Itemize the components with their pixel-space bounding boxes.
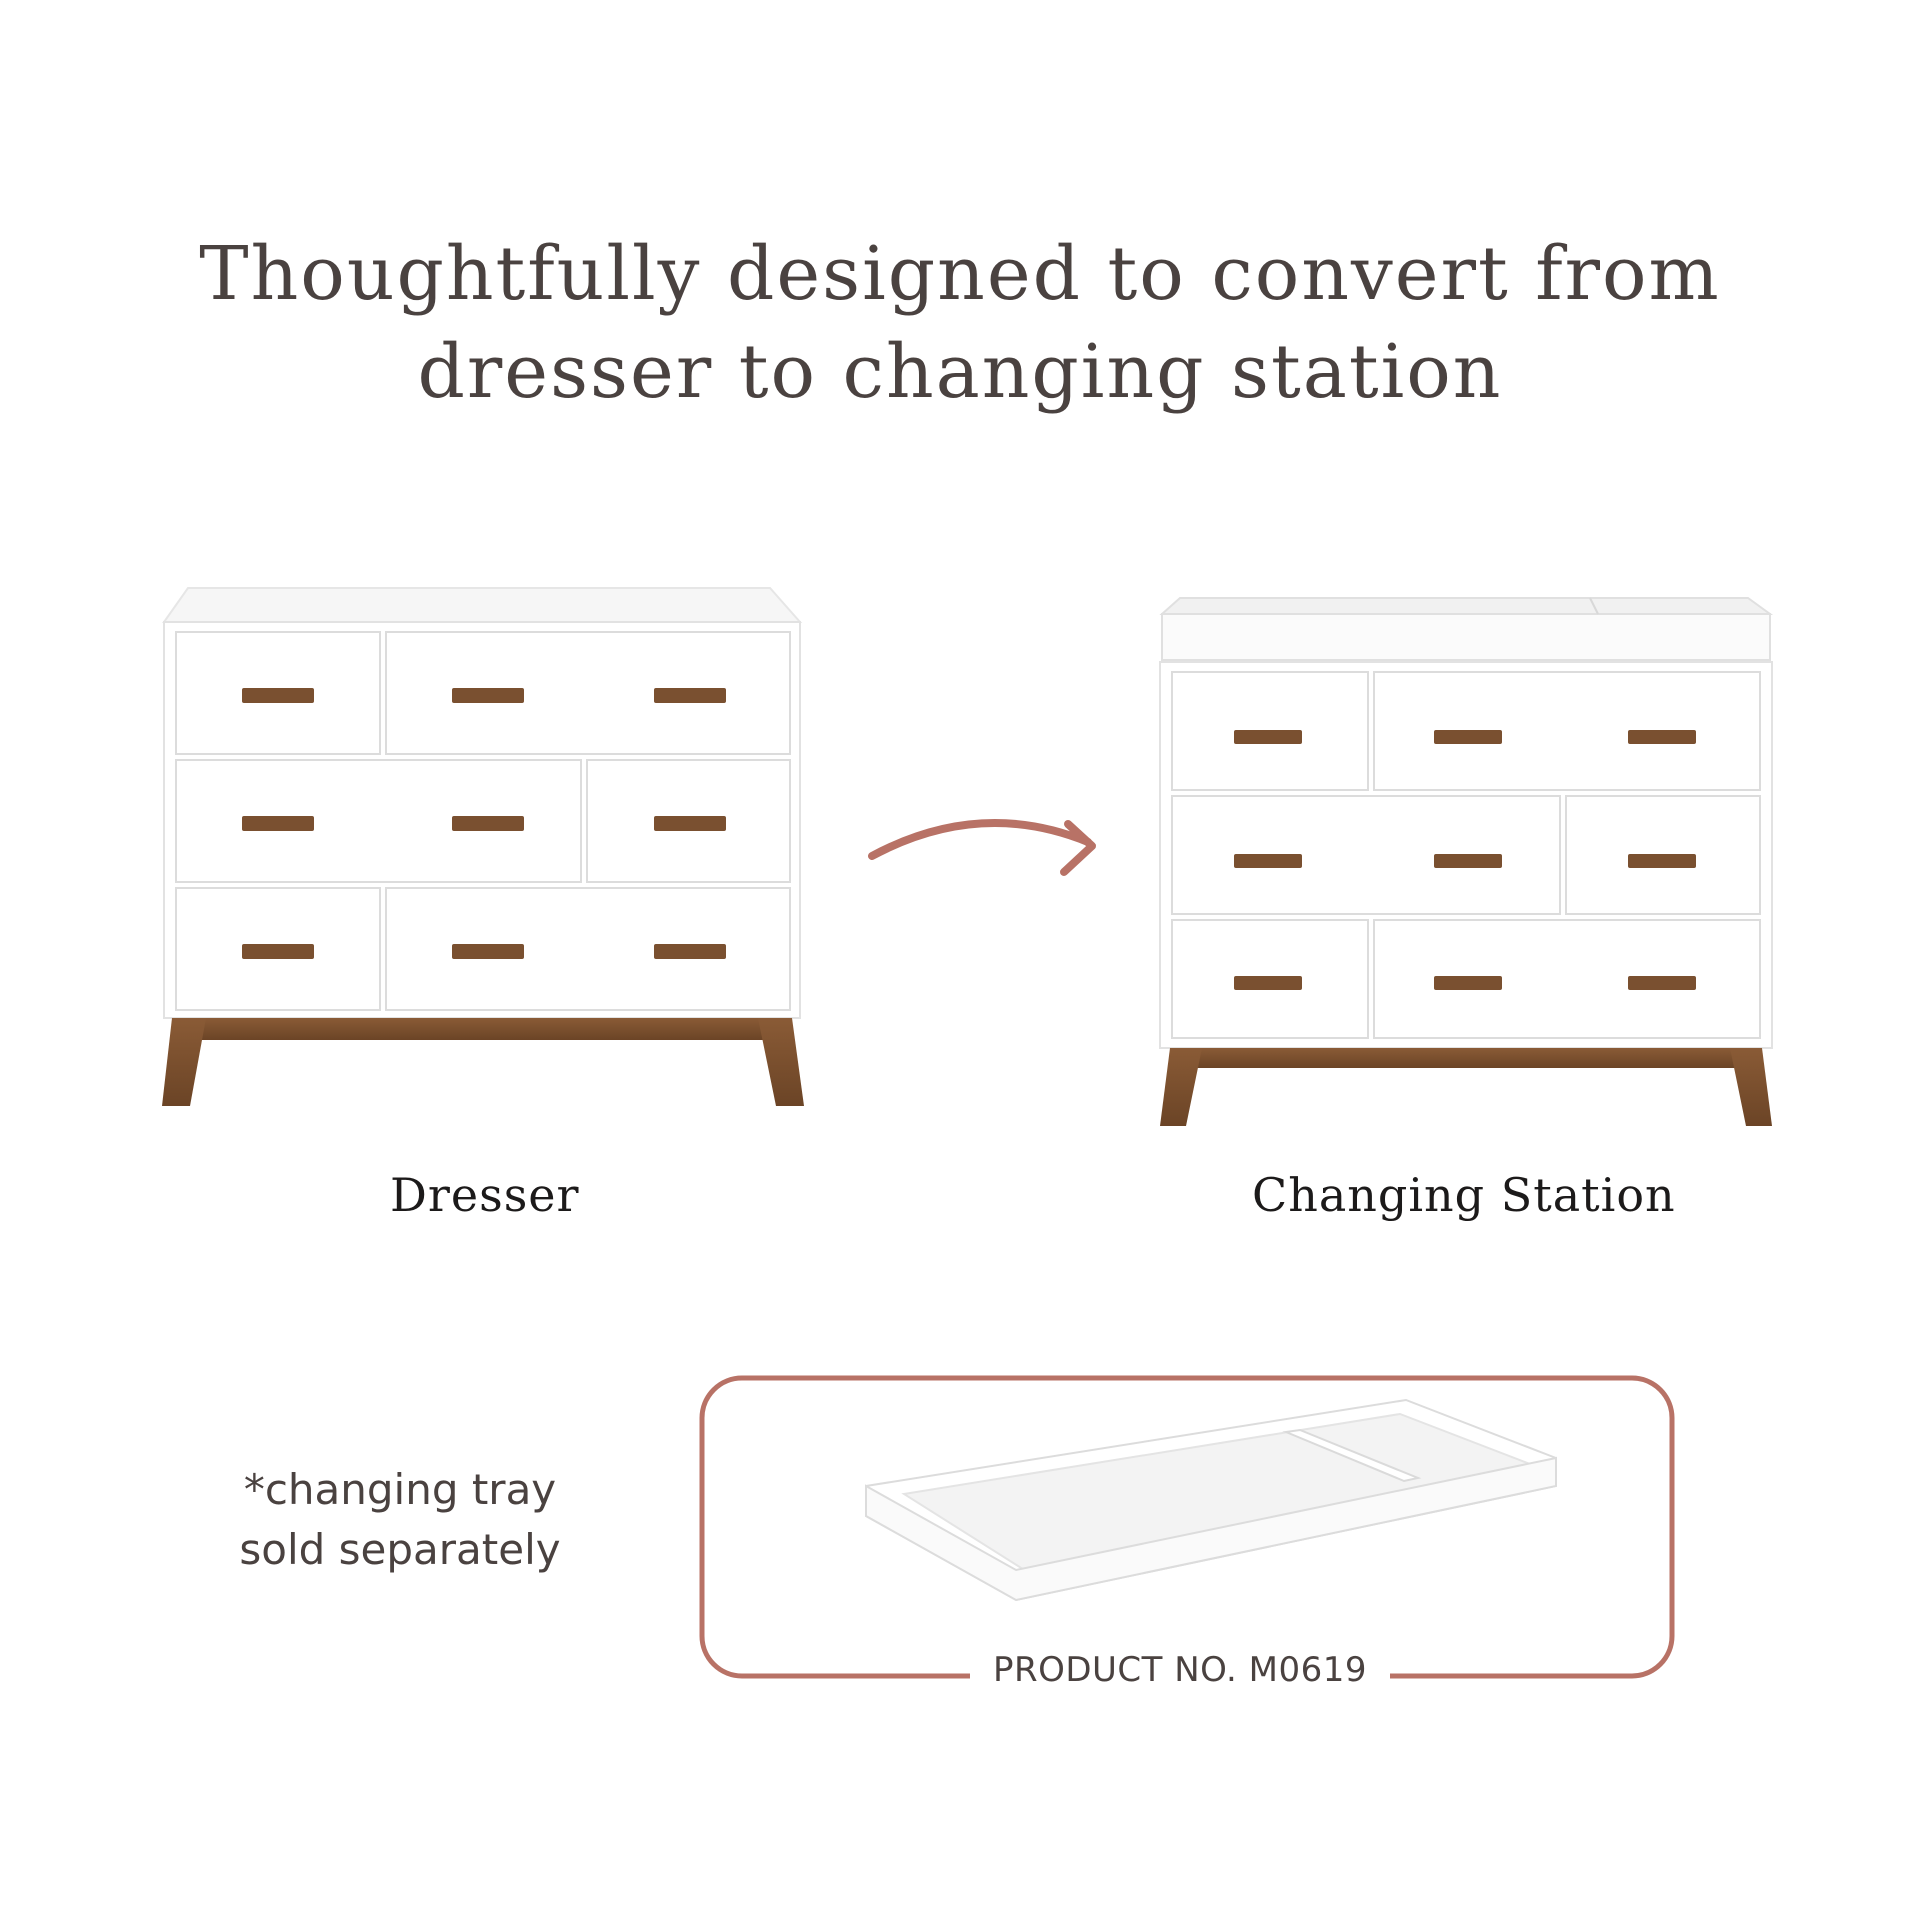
dresser-handles	[242, 688, 726, 959]
station-tray	[1159, 597, 1774, 661]
product-number: PRODUCT NO. M0619	[970, 1648, 1390, 1692]
curved-arrow-right-icon	[868, 819, 1096, 876]
station-legs	[1160, 1048, 1772, 1126]
changing-station-label: Changing Station	[1252, 1168, 1676, 1222]
headline-line-2: dresser to changing station	[417, 329, 1503, 415]
station-drawers	[1171, 671, 1761, 1039]
dresser-illustration	[162, 587, 804, 1106]
station-handles	[1234, 730, 1696, 990]
tray-note-line-2: sold separately	[239, 1525, 561, 1574]
changing-tray-illustration	[865, 1398, 1557, 1602]
dresser-drawers	[175, 631, 791, 1011]
headline-line-1: Thoughtfully designed to convert from	[199, 231, 1721, 317]
dresser-label: Dresser	[390, 1168, 580, 1222]
tray-note-line-1: *changing tray	[243, 1465, 557, 1514]
tray-note: *changing tray sold separately	[180, 1460, 620, 1580]
changing-station-illustration	[1159, 597, 1774, 1126]
dresser-legs	[162, 1018, 804, 1106]
headline: Thoughtfully designed to convert from dr…	[0, 225, 1920, 421]
